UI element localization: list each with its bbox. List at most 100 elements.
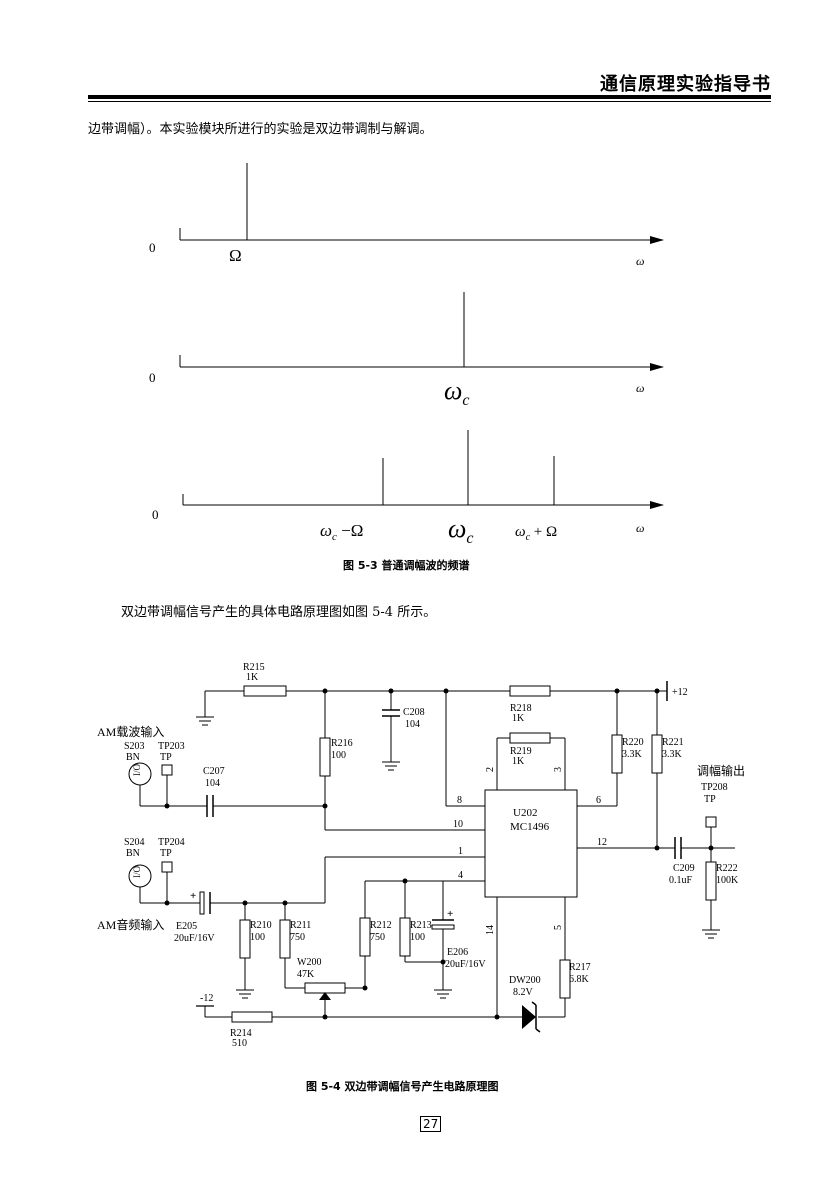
axis-label-omega: ω [636, 254, 644, 268]
c207-val: 104 [205, 778, 220, 789]
page-number: 27 [420, 1116, 442, 1132]
junction-dot [164, 803, 170, 809]
s204-bn: BN [126, 848, 140, 859]
r222-ref: R222 [716, 863, 738, 874]
output-title: 调幅输出 [697, 763, 745, 778]
lower-sideband-label: ωc −Ω [320, 521, 363, 543]
pin-12-label: 12 [597, 837, 607, 848]
pin-14-label: 14 [485, 925, 496, 935]
e206-val: 20uF/16V [445, 959, 486, 970]
dw200-zener-body [522, 1005, 536, 1029]
figure-5-3-caption: 图 5-3 普通调幅波的频谱 [343, 559, 470, 572]
r215-val: 1K [246, 672, 259, 683]
tp204-type: TP [160, 848, 172, 859]
ground-icon [196, 716, 214, 726]
pin-5-label: 5 [553, 925, 564, 930]
junction-dot [443, 688, 449, 694]
tp208-type: TP [704, 794, 716, 805]
r219-ref: R219 [510, 746, 532, 757]
r211-body [279, 919, 291, 959]
body-paragraph: 双边带调幅信号产生的具体电路原理图如图 5-4 所示。 [121, 605, 437, 620]
origin-label: 0 [149, 370, 156, 385]
s203-io-label: I/O [132, 764, 142, 776]
junction-dot [388, 688, 394, 694]
r210-body [239, 919, 251, 959]
dw200-val: 8.2V [513, 987, 534, 998]
e205-polarity: + [190, 890, 196, 902]
pin-2-label: 2 [485, 767, 496, 772]
upper-sideband-label: ωc + Ω [515, 524, 557, 543]
r213-val: 100 [410, 932, 425, 943]
r211-val: 750 [290, 932, 305, 943]
r220-ref: R220 [622, 737, 644, 748]
e205-plate [199, 891, 205, 915]
r222-val: 100K [716, 875, 739, 886]
junction-dot [440, 959, 446, 965]
e205-val: 20uF/16V [174, 933, 215, 944]
r211-ref: R211 [290, 920, 311, 931]
r219-body [509, 732, 551, 744]
s204-io-label: I/O [132, 866, 142, 878]
junction-dots [164, 688, 714, 1020]
junction-dot [282, 900, 288, 906]
r216-ref: R216 [331, 738, 353, 749]
pin-1-label: 1 [458, 846, 463, 857]
r216-val: 100 [331, 750, 346, 761]
origin-label: 0 [152, 507, 159, 522]
ground-icon [382, 761, 400, 771]
junction-dot [242, 900, 248, 906]
junction-dot [708, 845, 714, 851]
r215-body [243, 685, 287, 697]
r218-body [509, 685, 551, 697]
w200-val: 47K [297, 969, 315, 980]
ground-icon [236, 989, 254, 999]
c207-ref: C207 [203, 766, 225, 777]
junction-dot [362, 985, 368, 991]
axis-label-omega: ω [636, 381, 644, 395]
rail-negative-label: -12 [200, 993, 213, 1004]
r212-val: 750 [370, 932, 385, 943]
ic-ref: U202 [513, 807, 537, 819]
r221-ref: R221 [662, 737, 684, 748]
r220-val: 3.3K [622, 749, 643, 760]
figure-5-4-caption: 图 5-4 双边带调幅信号产生电路原理图 [306, 1080, 499, 1093]
r212-body [359, 917, 371, 957]
c209-ref: C209 [673, 863, 695, 874]
r215-ref: R215 [243, 662, 265, 673]
r222-body [705, 861, 717, 901]
r216-body [319, 737, 331, 777]
r213-ref: R213 [410, 920, 432, 931]
e205-ref: E205 [176, 921, 197, 932]
pin-10-label: 10 [453, 819, 463, 830]
s203-bn: BN [126, 752, 140, 763]
ic-u202-body [484, 789, 578, 898]
dw200-ref: DW200 [509, 975, 541, 986]
c209-val: 0.1uF [669, 875, 693, 886]
ground-icon [702, 929, 720, 939]
tp203-ref: TP203 [158, 741, 185, 752]
origin-label: 0 [149, 240, 156, 255]
r210-ref: R210 [250, 920, 272, 931]
junction-dot [614, 688, 620, 694]
r212-ref: R212 [370, 920, 392, 931]
r218-val: 1K [512, 713, 525, 724]
junction-dot [494, 1014, 500, 1020]
ground-icon [434, 989, 452, 999]
pin-8-label: 8 [457, 795, 462, 806]
r217-val: 6.8K [569, 974, 590, 985]
header-rule-thick [88, 95, 771, 99]
dw200-zener-bar [531, 1001, 541, 1033]
intro-paragraph: 边带调幅）。本实验模块所进行的实验是双边带调制与解调。 [88, 122, 433, 137]
tp204-ref: TP204 [158, 837, 185, 848]
r219-val: 1K [512, 756, 525, 767]
tp203-type: TP [160, 752, 172, 763]
junction-dot [654, 845, 660, 851]
ground-symbols [196, 716, 720, 999]
carrier-input-title: AM载波输入 [97, 724, 164, 739]
pin-4-label: 4 [458, 870, 463, 881]
pin-3-label: 3 [553, 767, 564, 772]
tp208-ref: TP208 [701, 782, 728, 793]
spectrum-panel-dsb: 0 ωc −Ω ωc ωc + Ω ω [152, 430, 664, 547]
r221-val: 3.3K [662, 749, 683, 760]
